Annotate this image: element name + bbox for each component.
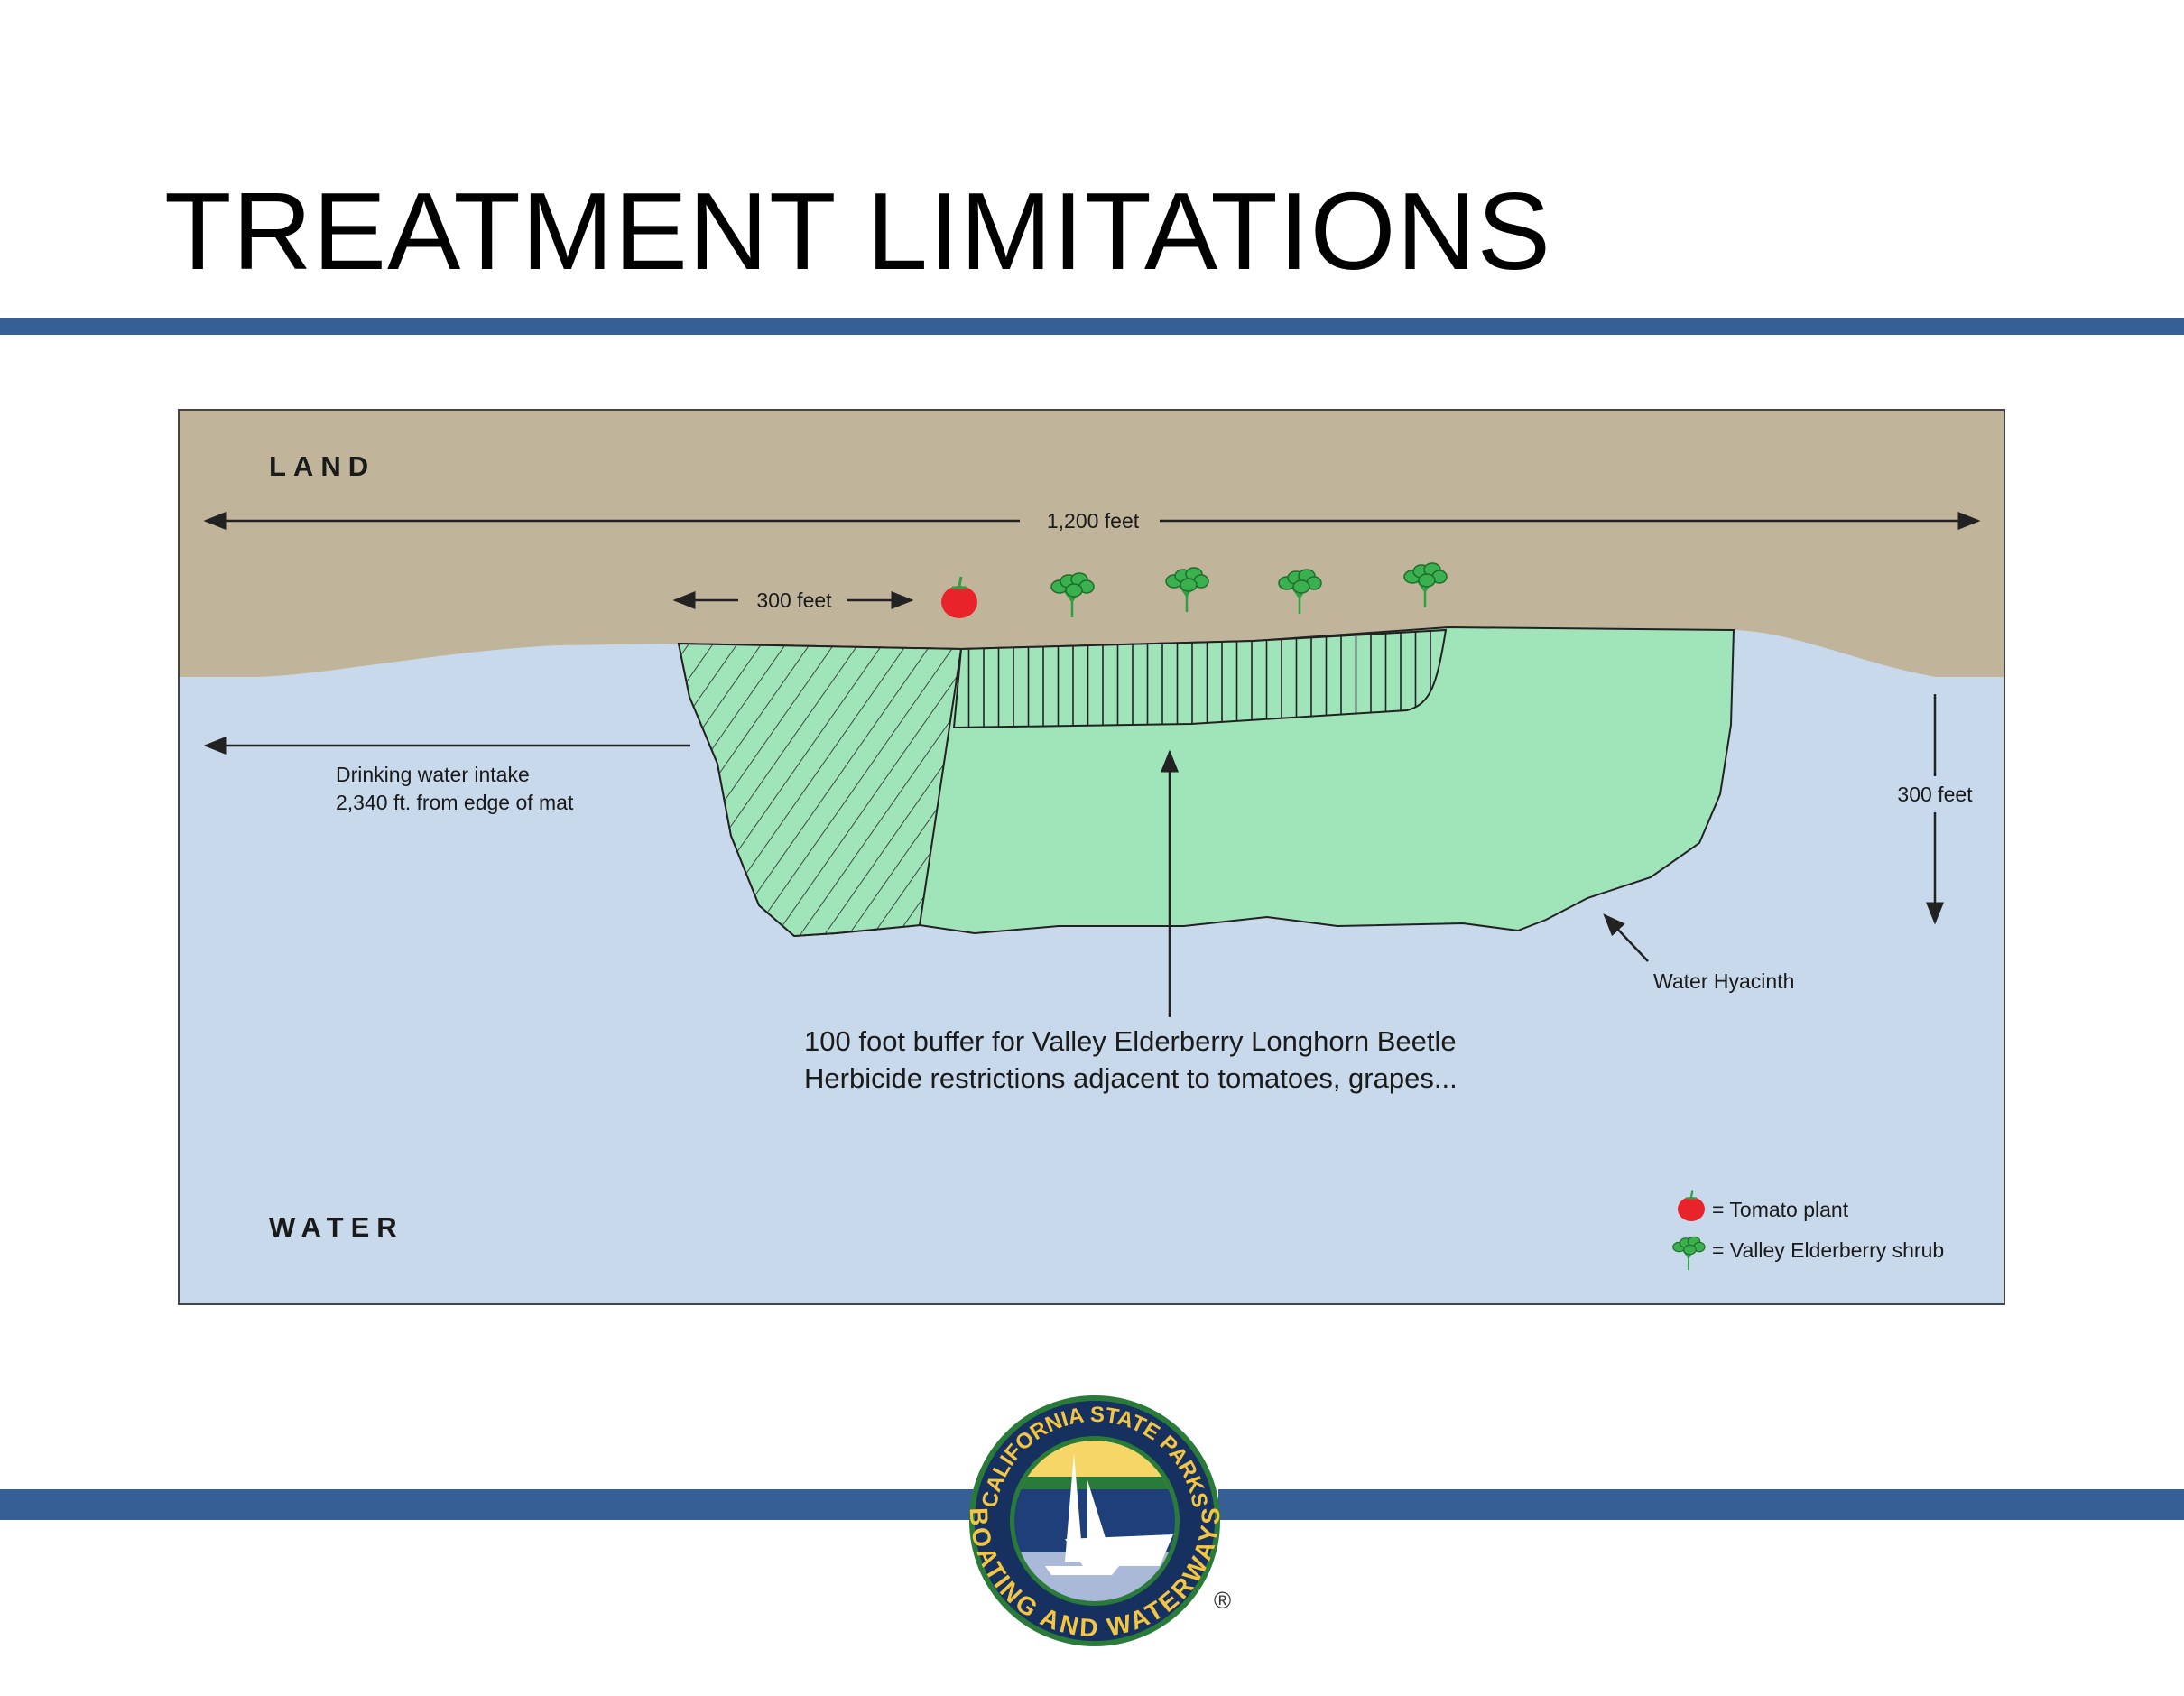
buffer-note-line1: 100 foot buffer for Valley Elderberry Lo… bbox=[804, 1025, 1457, 1057]
hyacinth-arrow bbox=[1603, 913, 1649, 962]
hyacinth-label: Water Hyacinth bbox=[1653, 969, 1794, 993]
top-accent-bar bbox=[0, 318, 2184, 335]
boating-waterways-logo: CALIFORNIA STATE PARKS BOATING AND WATER… bbox=[965, 1395, 1231, 1646]
drinking-water-buffer-hatch bbox=[677, 642, 963, 938]
buffer-label: 300 feet bbox=[756, 589, 832, 612]
legend-shrub-label: = Valley Elderberry shrub bbox=[1712, 1238, 1944, 1262]
page-title: TREATMENT LIMITATIONS bbox=[164, 170, 1551, 292]
treatment-diagram: LAND WATER 1,200 feet 300 feet Drinking … bbox=[178, 409, 2005, 1305]
width-label: 1,200 feet bbox=[1047, 509, 1140, 533]
legend-tomato-label: = Tomato plant bbox=[1712, 1198, 1849, 1221]
buffer-note-line2: Herbicide restrictions adjacent to tomat… bbox=[804, 1062, 1458, 1094]
land-area bbox=[179, 410, 2004, 677]
intake-label-line2: 2,340 ft. from edge of mat bbox=[336, 791, 574, 814]
registered-mark: ® bbox=[1214, 1587, 1231, 1614]
water-label: WATER bbox=[269, 1211, 404, 1243]
diagram-border bbox=[178, 409, 2005, 1305]
land-label: LAND bbox=[269, 450, 375, 482]
legend: = Tomato plant = Valley Elderberry shrub bbox=[1671, 1189, 1944, 1271]
elderberry-buffer-hatch bbox=[952, 628, 1448, 729]
bottom-accent-bar-left bbox=[0, 1489, 975, 1520]
depth-label: 300 feet bbox=[1897, 783, 1973, 806]
intake-label-line1: Drinking water intake bbox=[336, 763, 530, 786]
bottom-accent-bar-right bbox=[1218, 1489, 2184, 1520]
